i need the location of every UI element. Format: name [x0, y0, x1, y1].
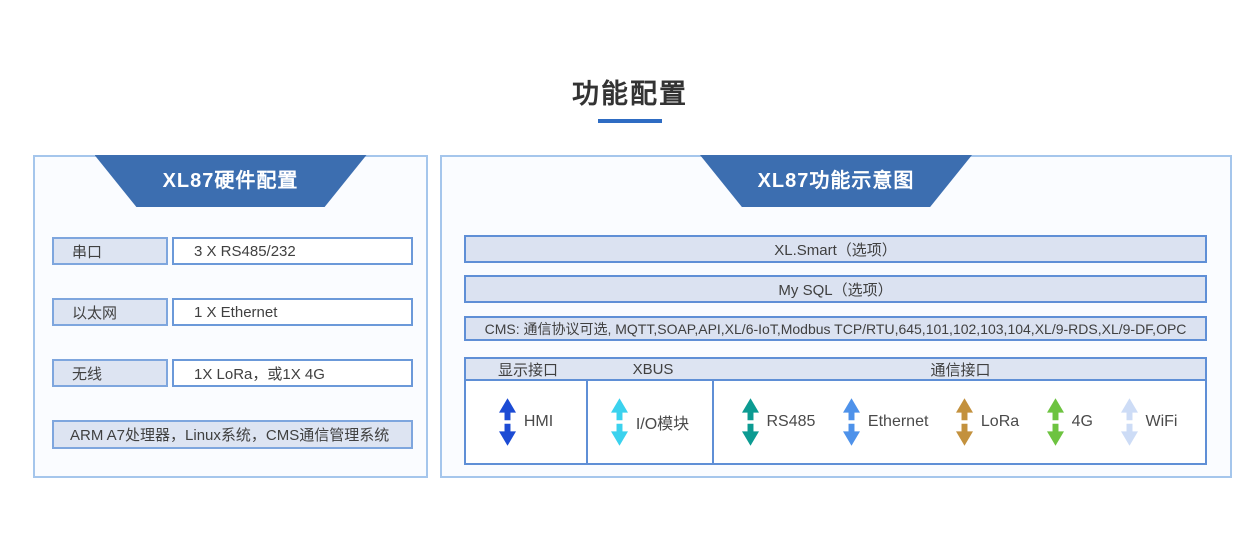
interface-header-bar: 显示接口 XBUS 通信接口 [464, 357, 1207, 381]
interface-label-wifi: WiFi [1145, 413, 1178, 430]
column-display-interface: 显示接口 [497, 361, 558, 379]
double-arrow-icon [1120, 398, 1138, 446]
bar-cms-protocols: CMS: 通信协议可选, MQTT,SOAP,API,XL/6-IoT,Modb… [464, 316, 1207, 341]
interface-item-hmi: HMI [498, 397, 554, 447]
interface-body: HMI I/O模块 RS485 [464, 381, 1207, 465]
interface-item-lora: LoRa [955, 397, 1020, 447]
interface-label-4g: 4G [1071, 413, 1093, 430]
interface-label-lora: LoRa [980, 413, 1020, 430]
function-diagram-panel: XL87功能示意图 XL.Smart（选项） My SQL（选项） CMS: 通… [440, 155, 1232, 478]
hw-value-ethernet: 1 X Ethernet [172, 298, 413, 326]
double-arrow-icon [741, 398, 759, 446]
interface-item-io-module: I/O模块 [610, 397, 690, 447]
hw-value-serial: 3 X RS485/232 [172, 237, 413, 265]
bar-xlsmart: XL.Smart（选项） [464, 235, 1207, 263]
cell-comm-interface: RS485 Ethernet LoRa [714, 381, 1207, 465]
cell-xbus: I/O模块 [588, 381, 714, 465]
page-title: 功能配置 [572, 79, 688, 109]
cell-display-interface: HMI [464, 381, 588, 465]
hw-label-serial: 串口 [52, 237, 168, 265]
hw-label-wireless: 无线 [52, 359, 168, 387]
interface-label-rs485: RS485 [766, 413, 816, 430]
hardware-panel-header: XL87硬件配置 [94, 155, 367, 207]
hw-value-wireless: 1X LoRa，或1X 4G [172, 359, 413, 387]
double-arrow-icon [1046, 398, 1064, 446]
double-arrow-icon [842, 398, 860, 446]
function-panel-header-label: XL87功能示意图 [757, 169, 915, 192]
function-panel-header: XL87功能示意图 [700, 155, 972, 207]
hw-platform-note: ARM A7处理器，Linux系统，CMS通信管理系统 [52, 420, 413, 449]
interface-label-hmi: HMI [523, 413, 554, 430]
double-arrow-icon [955, 398, 973, 446]
title-underline [598, 119, 662, 123]
column-comm-interface: 通信接口 [930, 361, 991, 379]
column-xbus: XBUS [632, 360, 674, 378]
interface-item-ethernet: Ethernet [842, 397, 929, 447]
bar-mysql: My SQL（选项） [464, 275, 1207, 303]
hw-label-ethernet: 以太网 [52, 298, 168, 326]
interface-item-wifi: WiFi [1120, 397, 1178, 447]
interface-label-ethernet: Ethernet [867, 413, 929, 430]
double-arrow-icon [498, 398, 516, 446]
interface-item-rs485: RS485 [741, 397, 816, 447]
hardware-panel-header-label: XL87硬件配置 [162, 169, 299, 192]
interface-label-io-module: I/O模块 [635, 416, 690, 433]
interface-item-4g: 4G [1046, 397, 1093, 447]
hardware-config-panel: XL87硬件配置 串口 3 X RS485/232 以太网 1 X Ethern… [33, 155, 428, 478]
double-arrow-icon [610, 398, 628, 446]
title-block: 功能配置 [0, 72, 1260, 123]
